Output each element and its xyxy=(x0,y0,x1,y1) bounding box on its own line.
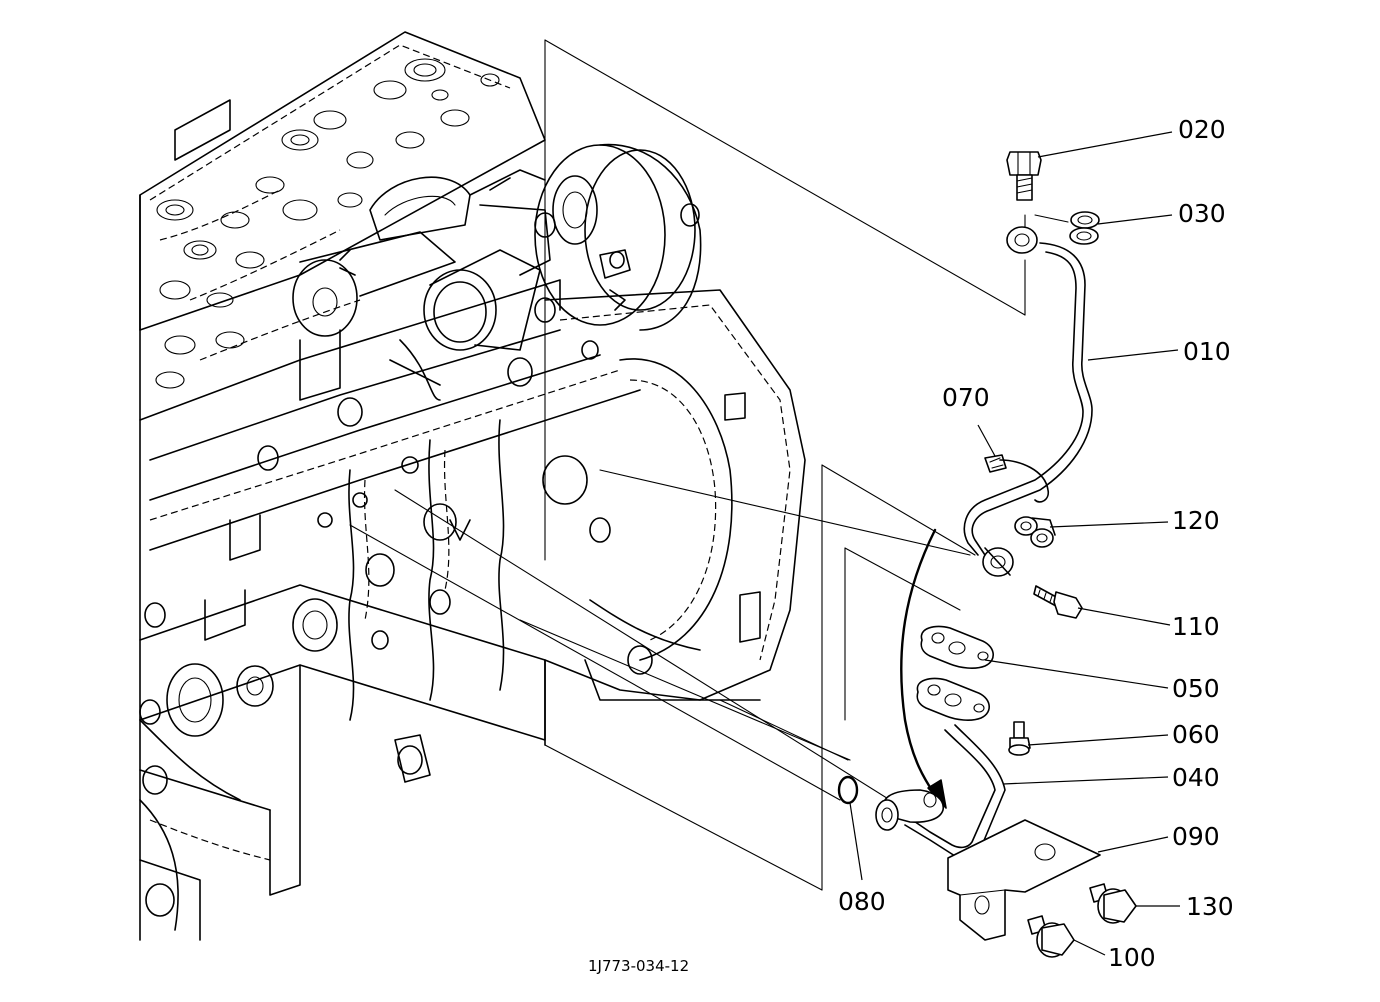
callout-070: 070 xyxy=(942,383,990,412)
reference-lines xyxy=(349,39,1026,891)
callout-090: 090 xyxy=(1172,822,1220,851)
drawing-code: 1J773-034-12 xyxy=(588,957,689,975)
callout-100: 100 xyxy=(1108,943,1156,972)
bolt-100[interactable] xyxy=(1027,915,1075,958)
bracket-090[interactable] xyxy=(947,819,1101,941)
callout-040: 040 xyxy=(1172,763,1220,792)
callout-080: 080 xyxy=(838,887,886,916)
flow-arrow xyxy=(900,528,947,809)
clip-070[interactable] xyxy=(984,454,1050,503)
callout-010: 010 xyxy=(1183,337,1231,366)
callout-030: 030 xyxy=(1178,199,1226,228)
callout-060: 060 xyxy=(1172,720,1220,749)
callout-120: 120 xyxy=(1172,506,1220,535)
gasket-120[interactable] xyxy=(1014,516,1056,548)
callout-050: 050 xyxy=(1172,674,1220,703)
turbocharger-illustration xyxy=(292,143,702,401)
o-ring-080[interactable] xyxy=(837,775,859,805)
gasket-050[interactable] xyxy=(916,625,994,721)
bolt-060[interactable] xyxy=(1008,721,1031,756)
gasket-030[interactable] xyxy=(1034,211,1100,245)
callout-020: 020 xyxy=(1178,115,1226,144)
leader-lines xyxy=(849,131,1180,956)
callout-110: 110 xyxy=(1172,612,1220,641)
callout-labels: 020 030 010 070 120 110 050 060 040 090 … xyxy=(838,115,1234,972)
engine-block-illustration xyxy=(139,31,806,941)
banjo-bolt-020[interactable] xyxy=(1006,151,1042,201)
bolt-110[interactable] xyxy=(1033,585,1083,619)
bolt-130[interactable] xyxy=(1089,883,1137,924)
oil-pipe-010[interactable] xyxy=(963,226,1093,577)
callout-130: 130 xyxy=(1186,892,1234,921)
